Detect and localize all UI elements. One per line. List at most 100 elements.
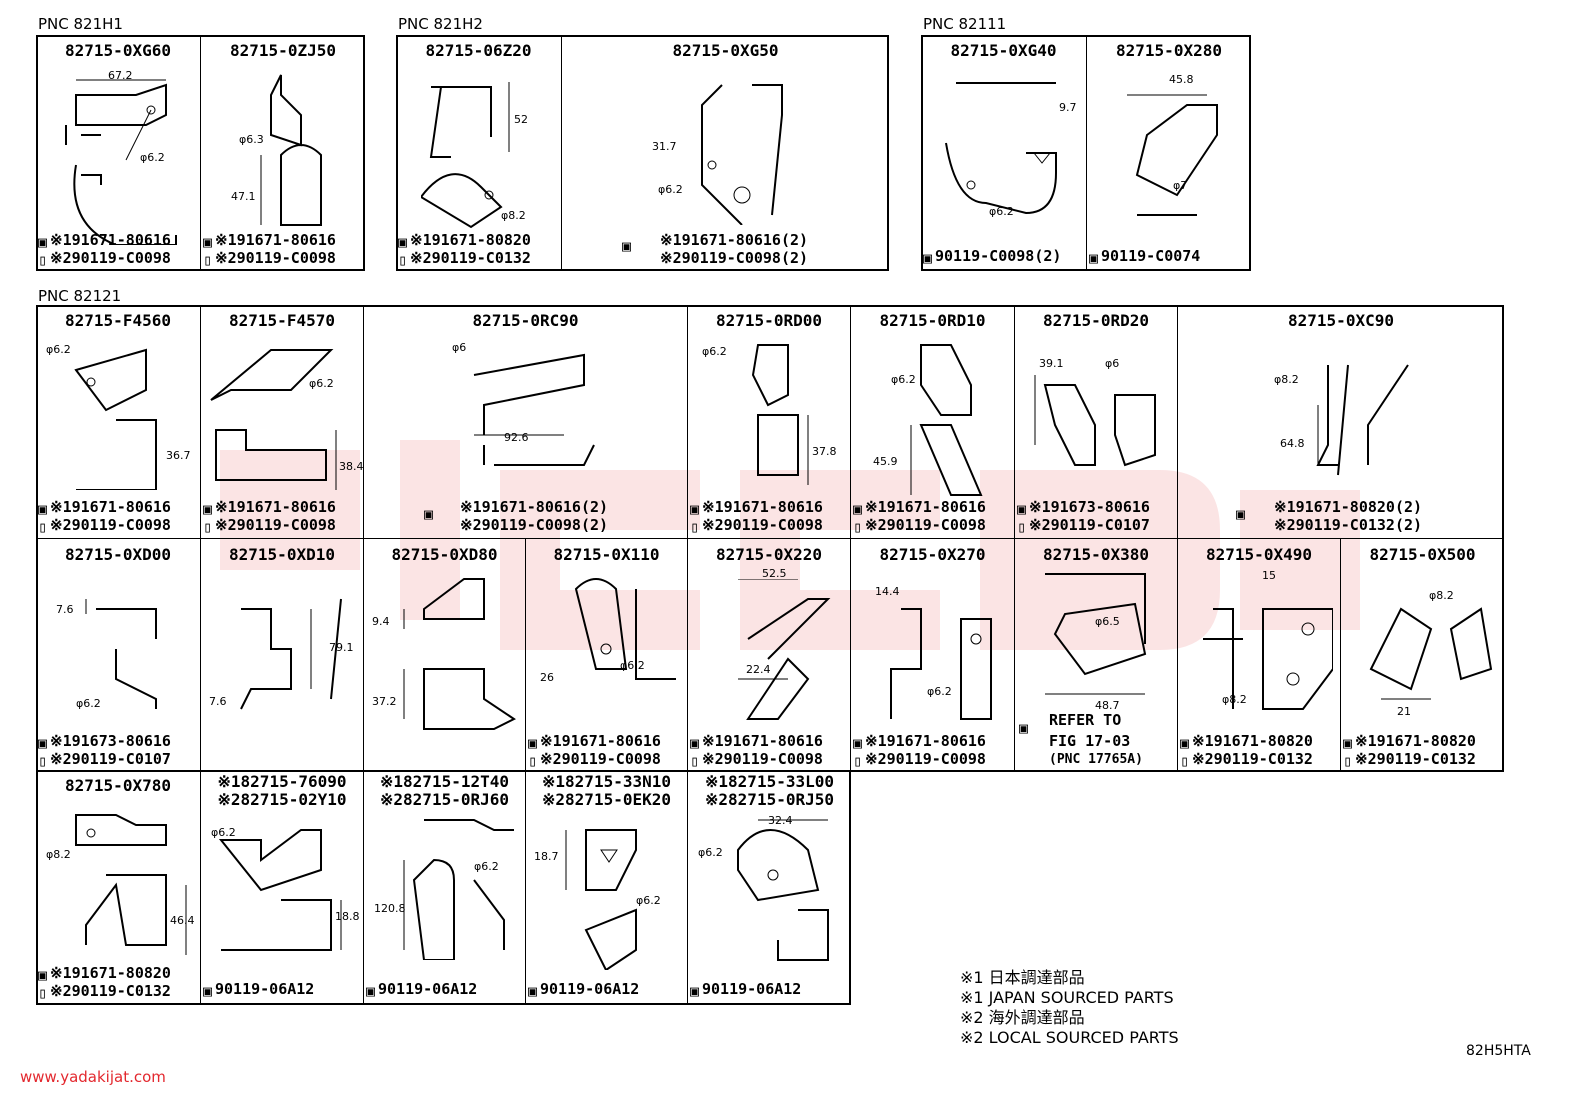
bracket-diagram: [218, 829, 342, 951]
part-cell[interactable]: 82715-0XD10 79.1 7.6: [200, 538, 363, 770]
part-cell[interactable]: 82715-0ZJ50 φ6.3 47.1 ▣※191671-80616 ▯※2…: [200, 35, 365, 271]
group-box-821h2: [396, 35, 889, 271]
bolt-icon: ▯: [690, 518, 700, 536]
part-number: 82715-0X500: [1369, 545, 1476, 564]
bracket-diagram: [421, 82, 510, 229]
part-number-alt: ※282715-0RJ60: [380, 790, 509, 809]
part-number: 82715-0RD20: [1043, 311, 1149, 330]
bolt-icon: ▣: [1236, 505, 1246, 523]
bolt-icon: ▣: [1089, 249, 1099, 267]
bolt-icon: ▯: [1180, 752, 1190, 770]
bolt-icon: ▯: [38, 984, 48, 1002]
part-cell[interactable]: 82715-0X110 26 φ6.2 ▣※191671-80616 ▯※290…: [525, 538, 687, 770]
part-cell[interactable]: 82715-0RD20 39.1 φ6 ▣※191673-80616 ▯※290…: [1014, 305, 1177, 538]
bracket-diagram: [574, 578, 676, 680]
bracket-diagram: [737, 819, 829, 961]
part-cell[interactable]: 82715-0XD80 9.4 37.2: [363, 538, 525, 770]
bracket-diagram: [260, 74, 322, 226]
part-number: 82715-0RC90: [472, 311, 579, 330]
part-cell[interactable]: 82715-0XG50 31.7 φ6.2 ※191671-80616(2) ※…: [561, 35, 889, 271]
part-number: 82715-0RD00: [716, 311, 822, 330]
part-number: 82715-0XG60: [65, 41, 171, 60]
bolt-icon: ▣: [203, 500, 213, 518]
part-number-alt: ※282715-02Y10: [217, 790, 347, 809]
bracket-diagram: [1369, 607, 1493, 700]
part-cell[interactable]: ※182715-33L00 ※282715-0RJ50 32.4 φ6.2 ▣9…: [687, 770, 851, 1005]
part-cell[interactable]: 82715-0X220 52.5 22.4 ▣※191671-80616 ▯※2…: [687, 538, 850, 770]
site-link[interactable]: www.yadakijat.com: [20, 1068, 166, 1086]
bracket-diagram: [65, 79, 177, 245]
bolt-icon: ▣: [424, 505, 434, 523]
bracket-diagram: [701, 84, 783, 225]
bolt-icon: ▯: [1343, 752, 1353, 770]
part-number: ※182715-33L00: [705, 772, 834, 791]
part-number: 82715-F4570: [229, 311, 335, 330]
pnc-label-821h1: PNC 821H1: [38, 15, 123, 33]
part-cell[interactable]: 82715-0X270 14.4 φ6.2 ▣※191671-80616 ▯※2…: [850, 538, 1014, 770]
part-cell[interactable]: ※182715-12T40 ※282715-0RJ60 φ6.2 120.8 ▣…: [363, 770, 525, 1005]
part-cell[interactable]: 82715-0XG60 67.2 φ6.2 ▣※191671-80616 ▯※2…: [36, 35, 200, 271]
bolt-icon: ▣: [398, 233, 408, 251]
part-cell[interactable]: 82715-0RD10 φ6.2 45.9 ▣※191671-80616 ▯※2…: [850, 305, 1014, 538]
bracket-diagram: [240, 598, 342, 710]
bracket-diagram: [1203, 608, 1333, 710]
bracket-diagram: [1127, 94, 1218, 216]
bracket-diagram: [945, 82, 1057, 215]
part-cell[interactable]: 82715-0XD00 7.6 φ6.2 ▣※191673-80616 ▯※29…: [36, 538, 200, 770]
part-number: 82715-0RD10: [879, 311, 986, 330]
part-cell[interactable]: 82715-0X780 φ8.2 46.4 ▣※191671-80820 ▯※2…: [36, 770, 200, 1005]
part-cell[interactable]: 82715-0X280 45.8 φ7 ▣90119-C0074: [1086, 35, 1251, 271]
part-cell[interactable]: 82715-0X490 15 φ8.2 ▣※191671-80820 ▯※290…: [1177, 538, 1340, 770]
part-number: 82715-0X220: [716, 545, 822, 564]
part-number: 82715-F4560: [65, 311, 171, 330]
bolt-icon: ▣: [1343, 734, 1353, 752]
bolt-icon: ▣: [38, 500, 48, 518]
pnc-label-821h2: PNC 821H2: [398, 15, 483, 33]
bolt-icon: ▣: [853, 734, 863, 752]
bolt-icon: ▣: [38, 734, 48, 752]
bolt-icon: ▣: [203, 233, 213, 251]
bolt-icon: ▣: [690, 500, 700, 518]
part-number: ※182715-33N10: [542, 772, 671, 791]
bolt-icon: ▯: [203, 518, 213, 536]
watermark-logo: [220, 440, 1360, 650]
bolt-icon: ▣: [528, 734, 538, 752]
part-number: ※182715-76090: [217, 772, 347, 791]
bolt-icon: ▣: [1019, 719, 1029, 737]
bolt-icon: ▣: [38, 966, 48, 984]
part-cell[interactable]: 82715-0XG40 9.7 φ6.2 ▣90119-C0098(2): [921, 35, 1086, 271]
bolt-icon: ▣: [690, 982, 700, 1000]
bolt-icon: ▣: [203, 982, 213, 1000]
part-cell[interactable]: 82715-0RD00 φ6.2 37.8 ▣※191671-80616 ▯※2…: [687, 305, 850, 538]
part-cell[interactable]: 82715-F4560 φ6.2 36.7 ▣※191671-80616 ▯※2…: [36, 305, 200, 538]
part-cell[interactable]: 82715-0X380 φ6.5 48.7 ▣ REFER TO FIG 17-…: [1014, 538, 1177, 770]
bolt-icon: ▣: [1017, 500, 1027, 518]
part-number: 82715-0X280: [1116, 41, 1222, 60]
bolt-icon: ▯: [38, 251, 48, 269]
part-cell[interactable]: 82715-0RC90 φ6 92.6 ▣ ※191671-80616(2) ※…: [363, 305, 687, 538]
bracket-diagram: [85, 599, 157, 709]
pnc-label-82121: PNC 82121: [38, 287, 122, 305]
part-number: 82715-0XC90: [1288, 311, 1394, 330]
bracket-diagram: [473, 353, 595, 466]
part-cell[interactable]: 82715-0X500 φ8.2 21 ▣※191671-80820 ▯※290…: [1340, 538, 1504, 770]
part-number: 82715-0XD00: [65, 545, 171, 564]
part-number: ※182715-12T40: [380, 772, 509, 791]
bolt-icon: ▯: [853, 752, 863, 770]
part-cell[interactable]: 82715-06Z20 52 φ8.2 ▣※191671-80820 ▯※290…: [396, 35, 561, 271]
part-number: 82715-0XD10: [229, 545, 335, 564]
bolt-icon: ▯: [38, 518, 48, 536]
part-number: 82715-06Z20: [425, 41, 532, 60]
part-cell[interactable]: 82715-F4570 φ6.2 38.4 ▣※191671-80616 ▯※2…: [200, 305, 363, 538]
bolt-icon: ▣: [853, 500, 863, 518]
bolt-icon: ▯: [528, 752, 538, 770]
part-number: 82715-0X490: [1206, 545, 1312, 564]
bracket-diagram: [738, 579, 831, 720]
part-cell[interactable]: 82715-0XC90 φ8.2 64.8 ▣ ※191671-80820(2)…: [1177, 305, 1504, 538]
part-number: 82715-0ZJ50: [230, 41, 336, 60]
sourcing-legend: ※1 日本調達部品 ※1 JAPAN SOURCED PARTS ※2 海外調達…: [960, 968, 1179, 1047]
bolt-icon: ▣: [366, 982, 376, 1000]
bracket-diagram: [1034, 375, 1156, 467]
part-cell[interactable]: ※182715-33N10 ※282715-0EK20 18.7 φ6.2 ▣9…: [525, 770, 687, 1005]
part-cell[interactable]: ※182715-76090 ※282715-02Y10 φ6.2 18.8 ▣9…: [200, 770, 363, 1005]
